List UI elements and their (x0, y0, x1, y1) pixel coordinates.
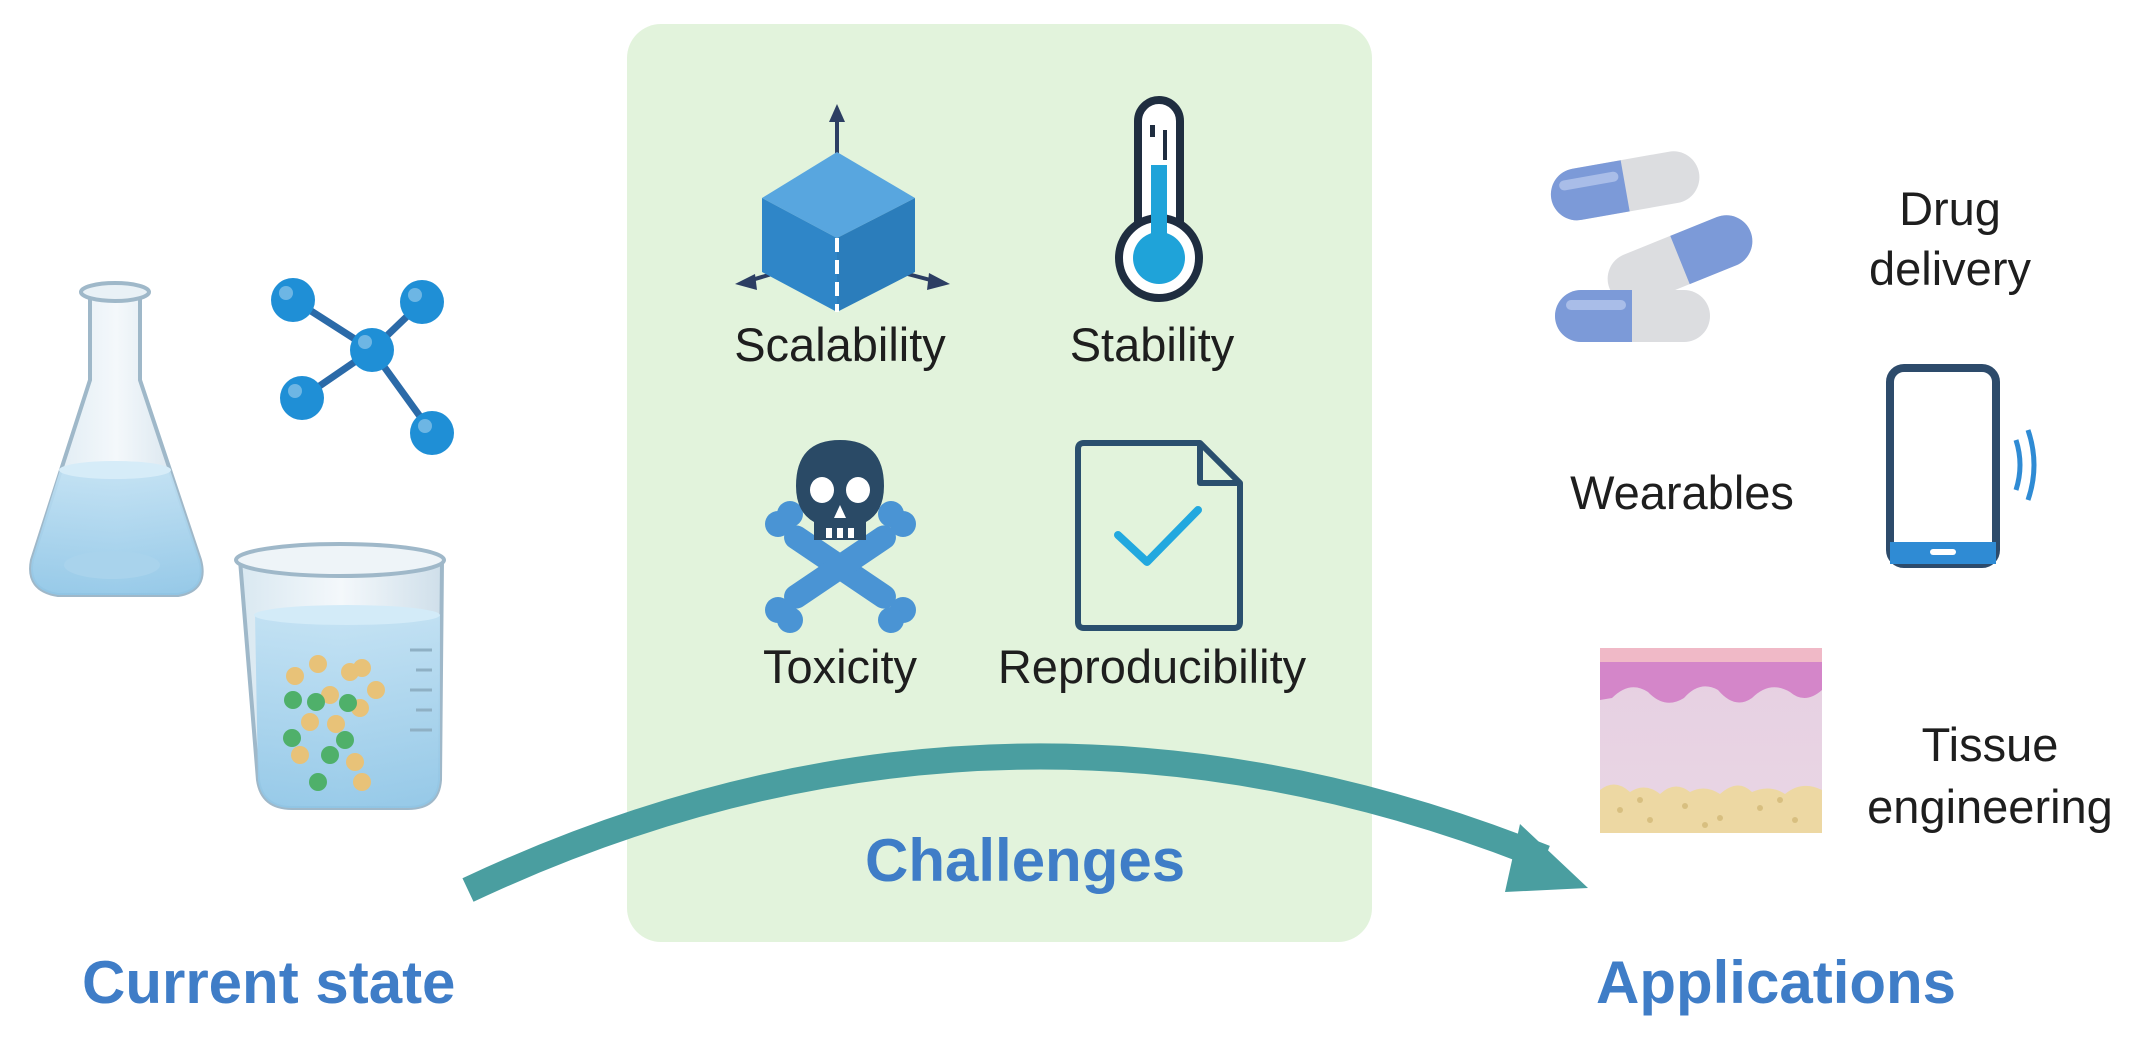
reproducibility-label: Reproducibility (997, 640, 1307, 693)
tissue-engineering-label-line2: engineering (1867, 780, 2113, 833)
current-state-heading: Current state (82, 949, 456, 1016)
thermometer-icon (1115, 96, 1203, 302)
tissue-engineering-label-line1: Tissue (1921, 718, 2059, 771)
stability-label: Stability (1069, 318, 1235, 371)
toxicity-label: Toxicity (762, 640, 918, 693)
beaker-icon (234, 542, 446, 810)
drug-delivery-label-line2: delivery (1869, 242, 2031, 295)
molecule-icon (271, 278, 454, 455)
wearables-label: Wearables (1570, 466, 1794, 519)
capsules-icon (1550, 151, 1753, 342)
drug-delivery-label-line1: Drug (1899, 182, 2001, 235)
skull-crossbones-icon (765, 440, 916, 633)
checked-document-icon (1075, 440, 1243, 631)
skin-tissue-icon (1600, 648, 1822, 833)
flow-arrow (462, 743, 1588, 902)
erlenmeyer-flask-icon (29, 281, 204, 597)
smartphone-icon (1886, 364, 2037, 568)
applications-heading: Applications (1596, 949, 1957, 1016)
cube-scale-icon (735, 104, 950, 312)
scalability-label: Scalability (734, 318, 946, 371)
challenges-heading: Challenges (865, 827, 1186, 894)
